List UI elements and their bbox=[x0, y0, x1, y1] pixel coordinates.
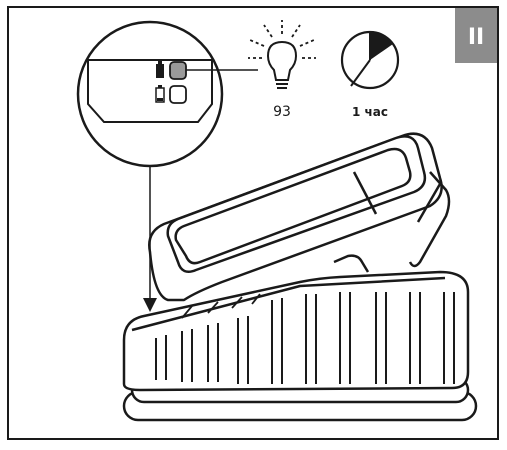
battery-low-icon bbox=[155, 85, 165, 103]
charger-led-window bbox=[181, 293, 261, 319]
figure-frame bbox=[7, 6, 499, 440]
battery-label-area bbox=[174, 147, 412, 265]
lightbulb-icon bbox=[248, 20, 316, 89]
battery-latch bbox=[408, 171, 451, 268]
arrow-head bbox=[143, 298, 157, 312]
zoom-detail bbox=[76, 20, 258, 312]
step-badge: II bbox=[455, 8, 497, 63]
battery-panel-divider bbox=[352, 171, 378, 215]
charger-ribs bbox=[155, 292, 455, 384]
led-low-off bbox=[169, 85, 187, 104]
led-ref-label: 93 bbox=[273, 104, 291, 120]
clock-icon bbox=[340, 30, 400, 90]
battery-full-icon bbox=[156, 61, 164, 78]
battery-pack bbox=[148, 132, 451, 302]
charge-time-label: 1 час bbox=[352, 105, 388, 119]
charger-base bbox=[122, 270, 478, 422]
charger-rim bbox=[131, 276, 446, 332]
battery-connector bbox=[333, 254, 370, 273]
charger-body bbox=[122, 270, 470, 392]
led-full-lit bbox=[169, 61, 187, 80]
step-label: II bbox=[468, 25, 484, 50]
